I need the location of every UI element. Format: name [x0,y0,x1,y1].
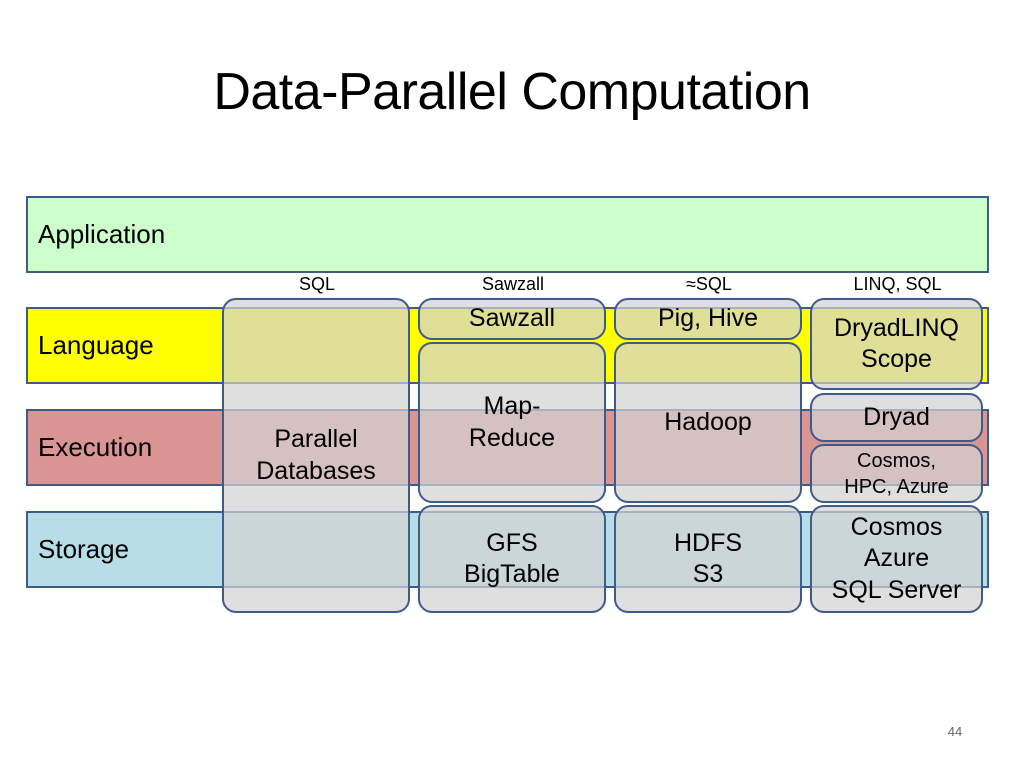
box-line: Parallel [274,425,358,454]
box-line: BigTable [464,560,560,588]
box-line: Cosmos, [857,449,936,472]
dryadlinq-scope-box: DryadLINQ Scope [810,298,983,390]
box-line: GFS [486,528,538,557]
cosmos-azure-sqlserver-box: Cosmos Azure SQL Server [810,505,983,613]
storage-layer-label: Storage [38,534,130,564]
box-line: Databases [256,456,376,485]
hdfs-s3-box: HDFS S3 [614,505,802,613]
hadoop-box: Hadoop [614,342,802,503]
cosmos-hpc-azure-box: Cosmos, HPC, Azure [810,444,983,503]
gfs-bigtable-box: GFS BigTable [418,505,606,613]
box-line: Hadoop [664,407,752,436]
column-header-sql: SQL [298,274,336,294]
page-number: 44 [947,724,963,739]
box-line: Scope [861,345,932,373]
box-line: Sawzall [468,304,556,333]
execution-layer-label: Execution [38,432,153,462]
column-header-sawzall: Sawzall [481,274,545,294]
column-header-linq-sql: LINQ, SQL [853,274,942,294]
pig-hive-box: Pig, Hive [614,298,802,340]
application-layer: Application [26,196,989,273]
box-line: Azure [863,544,930,573]
box-line: Cosmos [850,513,943,542]
box-line: HPC, Azure [844,475,949,498]
map-reduce-box: Map- Reduce [418,342,606,503]
sawzall-box: Sawzall [418,298,606,340]
box-line: DryadLINQ [833,313,960,342]
box-line: S3 [692,560,724,588]
box-line: Dryad [863,402,930,431]
box-line: Map- [483,392,541,421]
box-line: Pig, Hive [657,304,759,333]
column-header-approx-sql: ≈SQL [686,274,732,294]
box-line: SQL Server [831,575,962,604]
parallel-databases-box: Parallel Databases [222,298,410,613]
slide-title: Data-Parallel Computation [213,63,811,121]
box-line: Reduce [468,423,556,452]
dryad-box: Dryad [810,393,983,442]
language-layer-label: Language [38,330,154,360]
box-line: HDFS [673,528,743,557]
application-layer-label: Application [38,219,166,249]
